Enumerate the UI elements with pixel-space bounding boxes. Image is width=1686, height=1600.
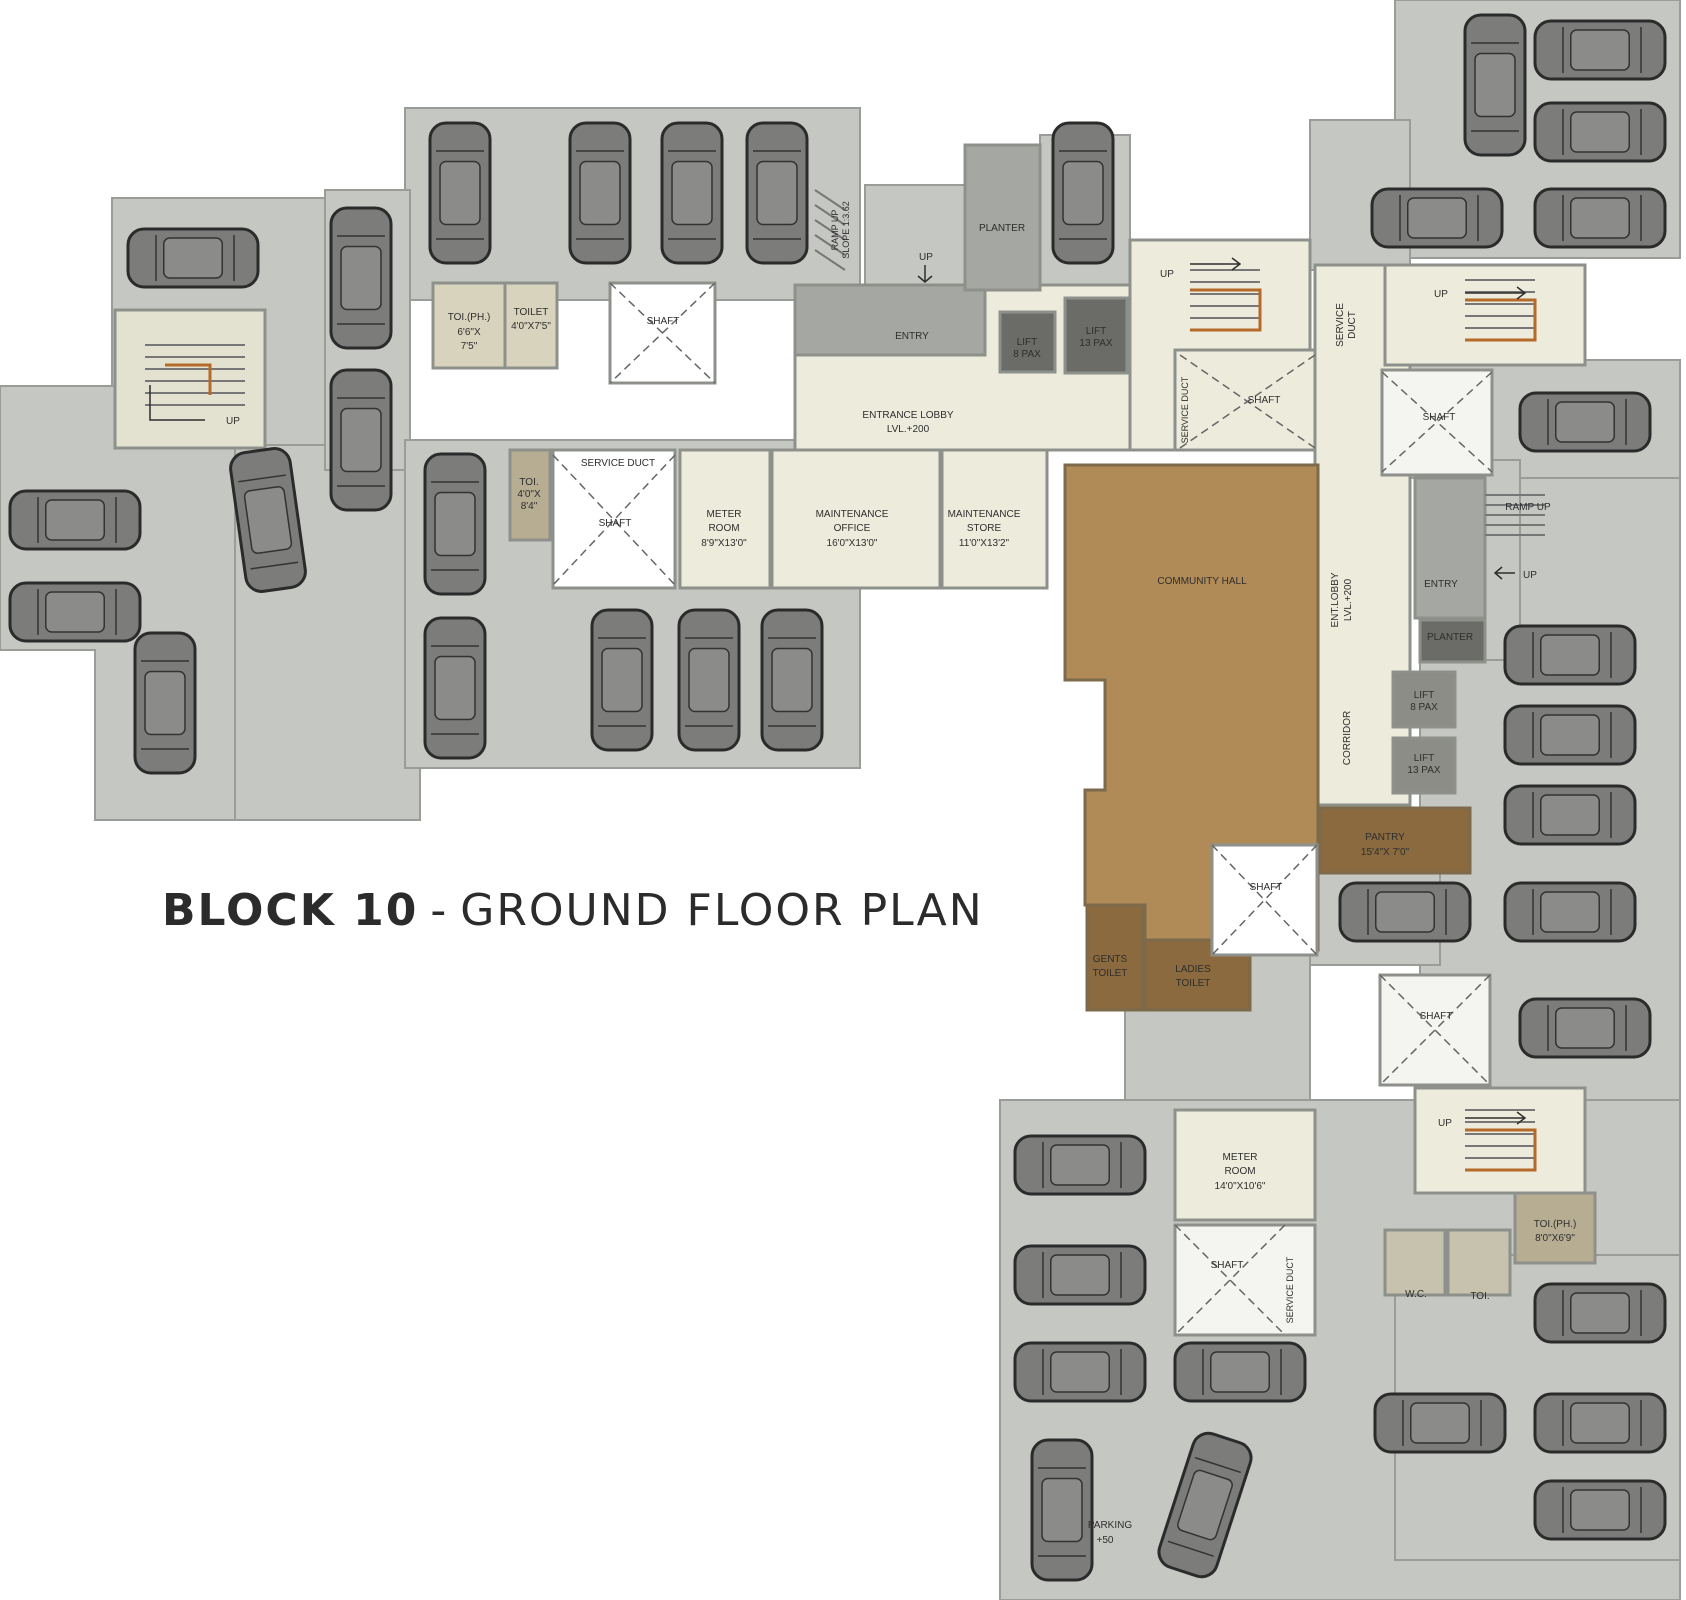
car-30 xyxy=(1013,1134,1147,1196)
label-ramp-up-right: RAMP UP xyxy=(1505,502,1551,513)
car-17 xyxy=(8,581,142,643)
label-wc: W.C. xyxy=(1405,1289,1427,1300)
car-2 xyxy=(568,121,632,265)
car-23 xyxy=(1518,391,1652,453)
label-toi-ph-right: TOI.(PH.)8'0"X6'9" xyxy=(1534,1219,1577,1244)
car-11 xyxy=(590,608,654,752)
label-up-arrow-right: UP xyxy=(1523,570,1537,581)
car-13 xyxy=(760,608,824,752)
left-core-rooms xyxy=(113,143,1129,590)
label-up-stair-right: UP xyxy=(1434,289,1448,300)
car-26 xyxy=(1503,784,1637,846)
label-shaft-2: SHAFT xyxy=(1248,395,1281,406)
car-33 xyxy=(1173,1341,1307,1403)
label-planter-top: PLANTER xyxy=(979,223,1025,234)
plan-title-dash: - xyxy=(430,885,449,936)
label-community-hall: COMMUNITY HALL xyxy=(1157,576,1247,587)
label-up-stair-bottom: UP xyxy=(1438,1118,1452,1129)
car-1 xyxy=(428,121,492,265)
label-up-entry: UP xyxy=(919,252,933,263)
plan-title-block: BLOCK 10 xyxy=(162,885,419,936)
label-shaft-7: SHAFT xyxy=(1211,1260,1244,1271)
car-32 xyxy=(1013,1341,1147,1403)
car-10 xyxy=(423,616,487,760)
label-service-duct-2: SERVICE DUCT xyxy=(581,458,655,469)
car-12 xyxy=(677,608,741,752)
label-service-duct-1: SERVICE DUCT xyxy=(1180,376,1190,443)
label-ramp-up-left: RAMP UPSLOPE 1:3.62 xyxy=(830,201,851,259)
label-service-duct-3: SERVICE DUCT xyxy=(1285,1256,1295,1323)
car-4 xyxy=(745,121,809,265)
car-38 xyxy=(1030,1438,1094,1582)
stairs xyxy=(145,189,1545,1159)
car-27 xyxy=(1503,881,1637,943)
label-service-duct-right: SERVICEDUCT xyxy=(1335,303,1358,347)
label-shaft-6: SHAFT xyxy=(1420,1011,1453,1022)
car-9 xyxy=(423,452,487,596)
car-19 xyxy=(1533,19,1667,81)
car-24 xyxy=(1503,624,1637,686)
community-hall-block xyxy=(1063,463,1472,1012)
shafts xyxy=(552,282,1493,1336)
car-29 xyxy=(1518,997,1652,1059)
car-36 xyxy=(1533,1392,1667,1454)
direction-arrows xyxy=(149,257,1527,1125)
plan-title: BLOCK 10-GROUND FLOOR PLAN xyxy=(162,885,984,936)
label-up-stair-left: UP xyxy=(226,416,240,427)
label-entry-right: ENTRY xyxy=(1424,579,1458,590)
label-shaft-3: SHAFT xyxy=(599,518,632,529)
car-14 xyxy=(133,631,197,775)
car-34 xyxy=(1533,1282,1667,1344)
label-parking: PARKING+50 xyxy=(1088,1520,1132,1546)
car-21 xyxy=(1533,187,1667,249)
car-7 xyxy=(329,368,393,512)
car-20 xyxy=(1533,101,1667,163)
car-28 xyxy=(1338,881,1472,943)
car-8 xyxy=(229,447,307,593)
car-31 xyxy=(1013,1244,1147,1306)
label-shaft-5: SHAFT xyxy=(1250,882,1283,893)
right-core-rooms xyxy=(1383,618,1597,1297)
car-3 xyxy=(660,121,724,265)
car-25 xyxy=(1503,704,1637,766)
car-15 xyxy=(126,227,260,289)
car-35 xyxy=(1373,1392,1507,1454)
label-entry-top: ENTRY xyxy=(895,331,929,342)
label-shaft-4: SHAFT xyxy=(1423,412,1456,423)
stair-handrails xyxy=(165,288,1537,1172)
car-39 xyxy=(1157,1431,1253,1579)
label-shaft-1: SHAFT xyxy=(647,316,680,327)
car-16 xyxy=(8,489,142,551)
car-18 xyxy=(1463,13,1527,157)
label-up-stair-top: UP xyxy=(1160,269,1174,280)
plan-title-name: GROUND FLOOR PLAN xyxy=(460,885,984,936)
label-corridor: CORRIDOR xyxy=(1342,711,1353,765)
car-22 xyxy=(1370,187,1504,249)
car-5 xyxy=(1051,121,1115,265)
parking-cars xyxy=(8,13,1667,1582)
car-37 xyxy=(1533,1479,1667,1541)
label-toi-right: TOI. xyxy=(1470,1291,1489,1302)
label-planter-right: PLANTER xyxy=(1427,632,1473,643)
car-6 xyxy=(329,206,393,350)
